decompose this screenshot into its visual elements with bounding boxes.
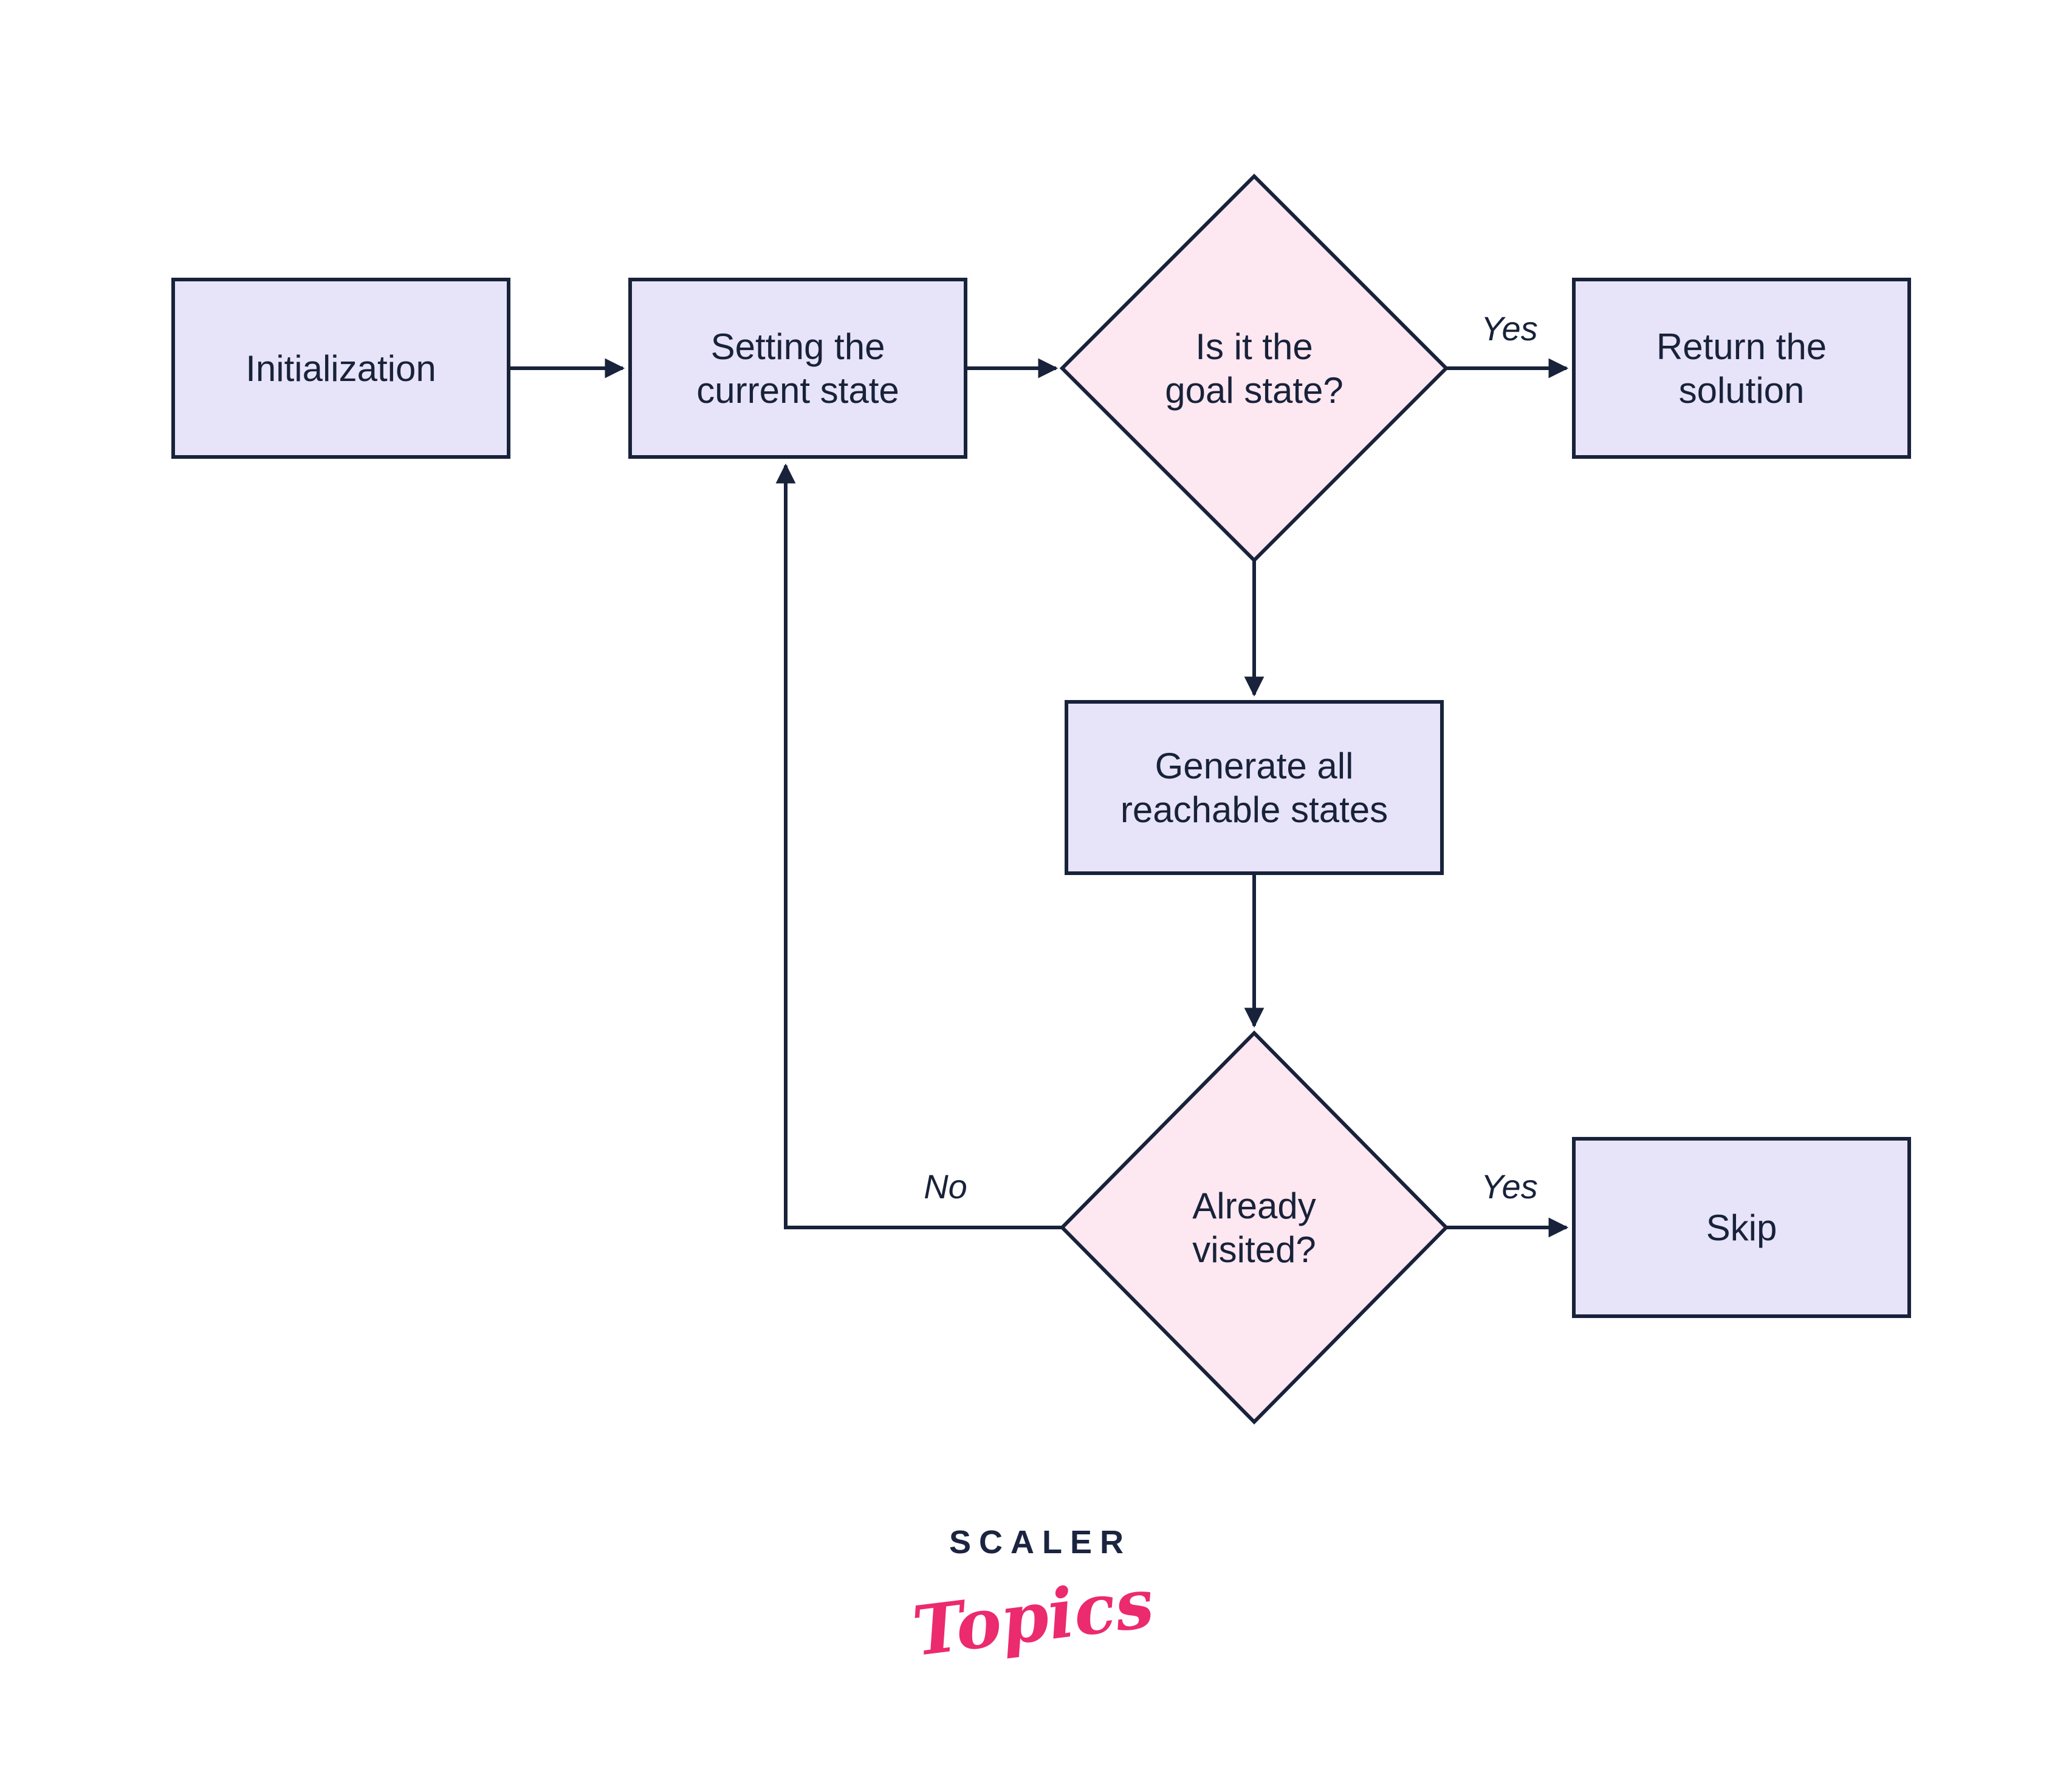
node-setting-current-state: Setting the current state [628,278,967,459]
edges-layer: Yes Yes No [509,309,1569,1238]
initialization-box [171,278,510,459]
generate-reachable-states-label-line1: Generate all [1155,746,1354,786]
setting-current-state-box [628,278,967,459]
skip-box [1572,1137,1911,1318]
edge-label-yes-visited: Yes [1481,1167,1537,1206]
already-visited-label-line1: Already [1192,1186,1316,1226]
generate-reachable-states-label-line2: reachable states [1121,789,1388,830]
edge-visited-no-to-setting [775,463,1062,1229]
return-solution-label-line1: Return the [1656,326,1827,367]
node-skip: Skip [1572,1137,1911,1318]
logo-topics-text: Topics [908,1564,1158,1672]
skip-label: Skip [1706,1207,1777,1248]
return-solution-label-line2: solution [1679,370,1805,411]
return-solution-box [1572,278,1911,459]
node-generate-reachable-states: Generate all reachable states [1065,700,1444,875]
initialization-label: Initialization [245,348,436,389]
setting-current-state-label-line2: current state [696,370,899,411]
edge-label-yes-goal: Yes [1481,309,1537,348]
node-return-solution: Return the solution [1572,278,1911,459]
edge-label-no-visited: No [924,1167,967,1206]
scaler-topics-logo: SCALER Topics [908,1524,1158,1672]
is-goal-state-diamond [1059,173,1449,563]
is-goal-state-label-line2: goal state? [1165,370,1344,411]
is-goal-state-label-line1: Is it the [1195,326,1313,367]
setting-current-state-label-line1: Setting the [711,326,885,367]
node-initialization: Initialization [171,278,510,459]
already-visited-label-line2: visited? [1192,1229,1316,1270]
already-visited-diamond [1059,1030,1449,1425]
node-is-goal-state: Is it the goal state? [1059,173,1449,563]
logo-scaler-text: SCALER [949,1524,1131,1560]
generate-reachable-states-box [1065,700,1444,875]
node-already-visited: Already visited? [1059,1030,1449,1425]
